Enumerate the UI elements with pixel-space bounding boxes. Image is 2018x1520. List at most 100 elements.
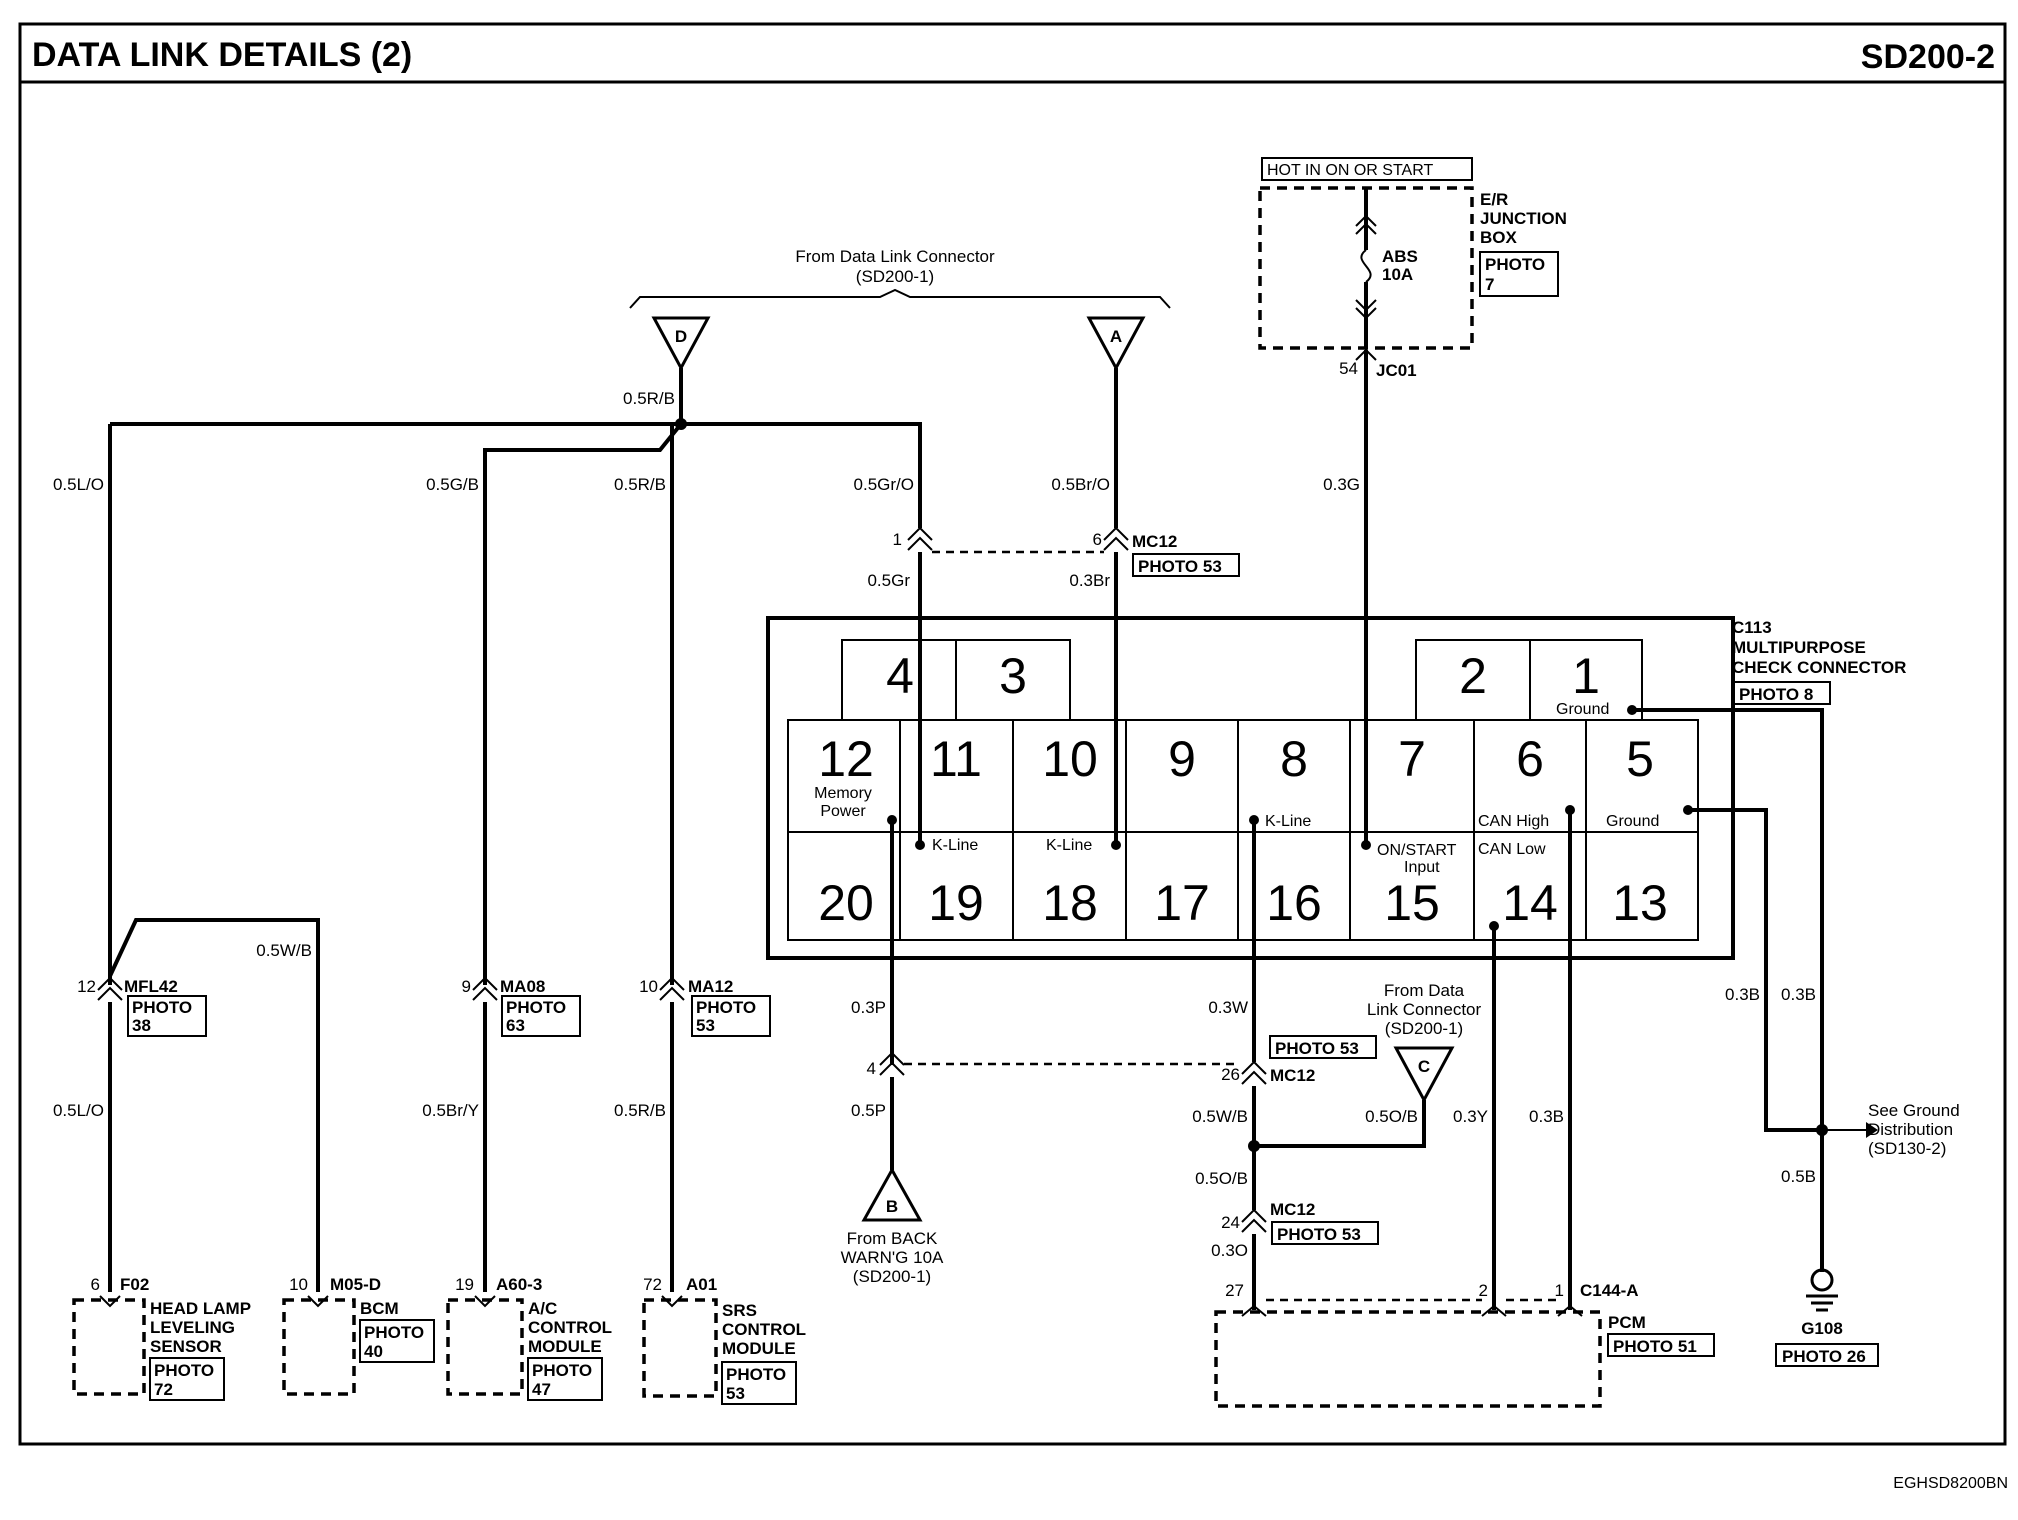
c113-label-ground1: Ground [1556, 701, 1609, 718]
ma08-photo-box [501, 995, 581, 1037]
mc12-mid-pin26-chevron [1241, 1060, 1267, 1085]
wire-label-05lo-b: 0.5L/O [53, 1101, 104, 1120]
ma12-name: MA12 [688, 977, 733, 996]
c113-label-kline8: K-Line [1265, 813, 1311, 830]
hot-label-box [1261, 157, 1473, 181]
mc12-top-photo: PHOTO 53 [1138, 557, 1222, 576]
ref-b-label: B [886, 1197, 898, 1216]
c113-title3: CHECK CONNECTOR [1732, 658, 1906, 677]
ref-c-label: C [1418, 1057, 1430, 1076]
g108-name: G108 [1801, 1319, 1843, 1338]
wire-label-05b: 0.5B [1781, 1167, 1816, 1186]
mc12-low-photo-box [1271, 1221, 1379, 1245]
c113-pin-19: 19 [928, 875, 984, 931]
junction-box-label2: JUNCTION [1480, 209, 1567, 228]
pcm-photo-box [1607, 1333, 1715, 1357]
m05-photo2: 40 [364, 1342, 383, 1361]
pcm-pin2: 2 [1479, 1281, 1488, 1300]
f02-photo2: 72 [154, 1380, 173, 1399]
mc12-top-photo-box [1132, 553, 1240, 577]
mfl42-pin: 12 [77, 977, 96, 996]
wire-ground-pin5 [1688, 808, 1822, 1132]
c113-pin-8: 8 [1280, 731, 1308, 787]
c113-label-ground5: Ground [1606, 813, 1659, 830]
jc01-pin: 54 [1339, 359, 1358, 378]
f02-line3: SENSOR [150, 1337, 222, 1356]
c113-label-onstart2: Input [1404, 859, 1440, 876]
m05-line1: BCM [360, 1299, 399, 1318]
f02-line2: LEVELING [150, 1318, 235, 1337]
mc12-mid-pin4-chevron [879, 1051, 905, 1076]
f02-photo1: PHOTO [154, 1361, 214, 1380]
wire-label-05wb-b: 0.5W/B [1192, 1107, 1248, 1126]
f02-photo-box [149, 1357, 225, 1401]
c113-pin-12: 12 [818, 731, 874, 787]
wire-bus-top [110, 422, 922, 528]
c113-pin-grid [899, 720, 1587, 940]
mfl42-photo1: PHOTO [132, 998, 192, 1017]
wire-label-05wb-a: 0.5W/B [256, 941, 312, 960]
from-back-line3: (SD200-1) [853, 1267, 931, 1286]
wire-label-05rb-top: 0.5R/B [623, 389, 675, 408]
wire-label-03br: 0.3Br [1069, 571, 1110, 590]
mc12-mid-pin26: 26 [1221, 1065, 1240, 1084]
c113-pin-5: 5 [1626, 731, 1654, 787]
mc12-mid-photo: PHOTO 53 [1275, 1039, 1359, 1058]
a60-photo1: PHOTO [532, 1361, 592, 1380]
fuse-rating: 10A [1382, 265, 1413, 284]
mc12-top-pin1-chevron [907, 526, 933, 551]
m05-pin: 10 [289, 1275, 308, 1294]
fuse-name: ABS [1382, 247, 1418, 266]
ref-triangle-a [1086, 316, 1146, 372]
wire-label-03y: 0.3Y [1453, 1107, 1488, 1126]
c113-title1: C113 [1732, 618, 1772, 637]
a60-photo-box [527, 1357, 603, 1401]
ref-a-label: A [1110, 327, 1122, 346]
c113-pin-11: 11 [930, 731, 982, 787]
mc12-low-pin24-chevron [1241, 1208, 1267, 1233]
wire-label-03b-a: 0.3B [1529, 1107, 1564, 1126]
wire-label-03w: 0.3W [1208, 998, 1248, 1017]
mfl42-photo-box [127, 995, 207, 1037]
ref-triangle-c [1393, 1046, 1455, 1104]
wire-label-05gro: 0.5Gr/O [854, 475, 914, 494]
f02-pin: 6 [91, 1275, 100, 1294]
mc12-low-pin24: 24 [1221, 1213, 1240, 1232]
a01-photo1: PHOTO [726, 1365, 786, 1384]
wire-ground-pin1 [1632, 708, 1824, 1130]
c113-inner [787, 719, 1699, 941]
pcm-photo: PHOTO 51 [1613, 1337, 1697, 1356]
g108-photo: PHOTO 26 [1782, 1347, 1866, 1366]
mc12-top-name: MC12 [1132, 532, 1177, 551]
a60-line3: MODULE [528, 1337, 602, 1356]
hot-label: HOT IN ON OR START [1267, 162, 1433, 179]
c113-pin-1: 1 [1572, 648, 1600, 704]
m05-name: M05-D [330, 1275, 381, 1294]
c113-label-canhigh: CAN High [1478, 813, 1549, 830]
ma08-chevron [472, 976, 498, 1001]
wire-label-05bro: 0.5Br/O [1051, 475, 1110, 494]
ground-dist-line1: See Ground [1868, 1101, 1960, 1120]
wire-label-05gb: 0.5G/B [426, 475, 479, 494]
c113-pin-20: 20 [818, 875, 874, 931]
a01-box [642, 1298, 718, 1398]
c113-pin-18: 18 [1042, 875, 1098, 931]
from-dlc-c-line3: (SD200-1) [1385, 1019, 1463, 1038]
a60-photo2: 47 [532, 1380, 551, 1399]
pin-dot-10 [1111, 840, 1121, 850]
junction-box-photo1: PHOTO [1485, 255, 1545, 274]
pcm-box [1214, 1310, 1602, 1408]
c113-label-kline10: K-Line [1046, 837, 1092, 854]
a01-photo2: 53 [726, 1384, 745, 1403]
mfl42-chevron [97, 976, 123, 1001]
f02-box [72, 1298, 146, 1396]
from-back-line1: From BACK [847, 1229, 938, 1248]
pcm-name: PCM [1608, 1313, 1646, 1332]
c113-body [766, 616, 1735, 960]
m05-photo1: PHOTO [364, 1323, 424, 1342]
mc12-top-pin6-chevron [1103, 526, 1129, 551]
wire-wb-bcm [108, 918, 320, 1292]
c113-pin-2: 2 [1459, 648, 1487, 704]
c113-pin-9: 9 [1168, 731, 1196, 787]
a01-line3: MODULE [722, 1339, 796, 1358]
